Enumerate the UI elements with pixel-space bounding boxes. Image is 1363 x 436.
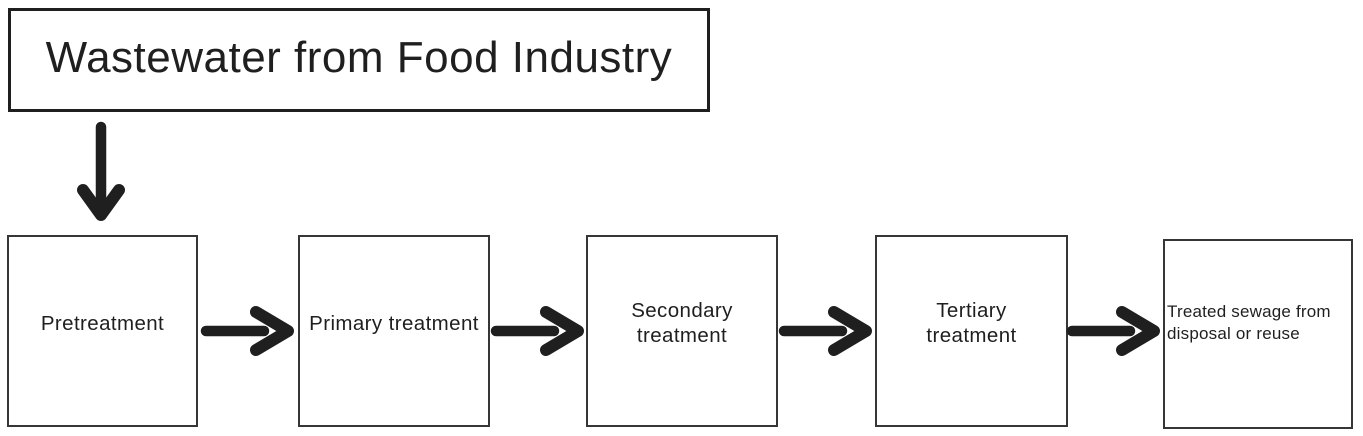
source-label: Wastewater from Food Industry xyxy=(45,33,673,82)
arrow-right-icon xyxy=(490,306,584,356)
step-box-treated-sewage: Treated sewage from disposal or reuse xyxy=(1163,239,1353,429)
source-box: Wastewater from Food Industry xyxy=(8,8,710,112)
arrow-right-icon xyxy=(778,306,872,356)
arrow-down-icon xyxy=(77,121,125,221)
step-box-primary-treatment: Primary treatment xyxy=(298,235,490,427)
step-box-tertiary-treatment: Tertiary treatment xyxy=(875,235,1068,427)
step-label-pretreatment: Pretreatment xyxy=(40,311,165,335)
arrow-right-icon xyxy=(1066,306,1160,356)
step-label-treated-sewage: Treated sewage from disposal or reuse xyxy=(1167,302,1331,343)
step-label-primary-treatment: Primary treatment xyxy=(309,311,479,335)
arrow-right-icon xyxy=(200,306,294,356)
step-box-pretreatment: Pretreatment xyxy=(7,235,198,427)
step-label-secondary-treatment: Secondary treatment xyxy=(631,299,733,347)
step-box-secondary-treatment: Secondary treatment xyxy=(586,235,778,427)
step-label-tertiary-treatment: Tertiary treatment xyxy=(926,299,1017,347)
